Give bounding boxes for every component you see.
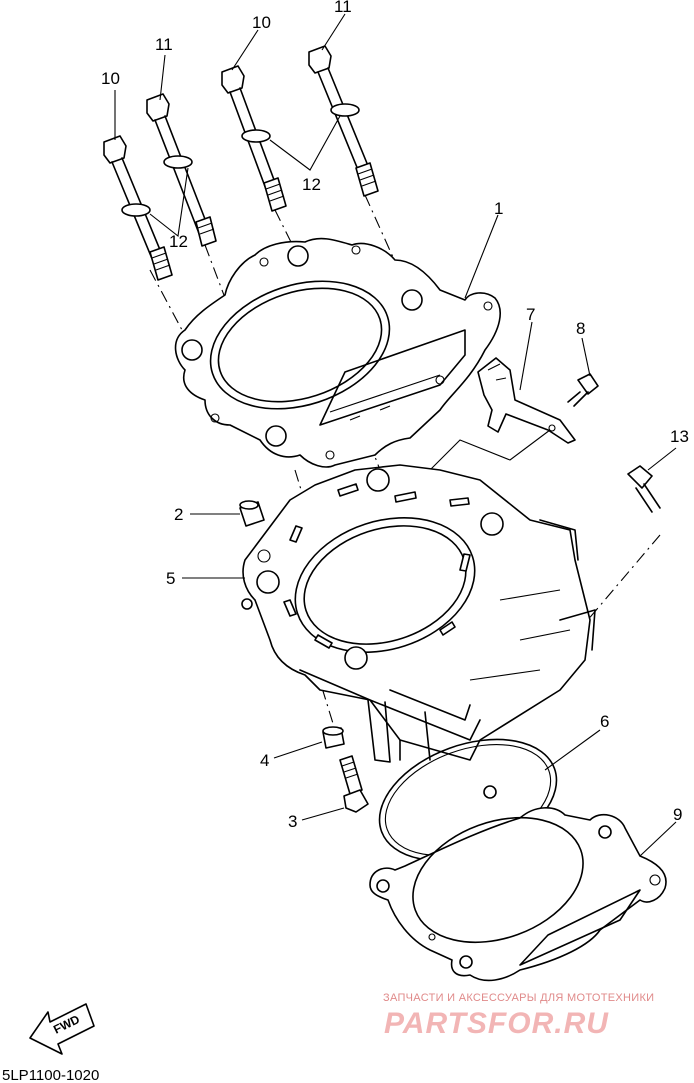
bracket-leader bbox=[429, 429, 551, 471]
callout-10-left: 10 bbox=[101, 69, 120, 88]
watermark-tagline: ЗАПЧАСТИ И АКСЕССУАРЫ ДЛЯ МОТОТЕХНИКИ bbox=[383, 992, 654, 1004]
bolt-13 bbox=[627, 465, 661, 513]
callout-12-right: 12 bbox=[302, 175, 321, 194]
bolt-11-right bbox=[308, 45, 379, 197]
callout-11-right: 11 bbox=[334, 0, 352, 16]
leader-lines-12 bbox=[149, 115, 341, 238]
callout-8: 8 bbox=[576, 319, 585, 338]
watermark: ЗАПЧАСТИ И АКСЕССУАРЫ ДЛЯ МОТОТЕХНИКИ PA… bbox=[383, 992, 654, 1040]
cylinder bbox=[241, 464, 596, 763]
bolt-11-left bbox=[146, 93, 217, 247]
callout-2: 2 bbox=[174, 505, 183, 524]
bolt-10-left bbox=[103, 135, 173, 281]
bolt-8 bbox=[567, 373, 599, 407]
dowel-pin-4 bbox=[322, 726, 345, 749]
bracket bbox=[477, 357, 576, 444]
callout-11-left: 11 bbox=[155, 35, 173, 54]
base-gasket bbox=[369, 785, 667, 982]
callout-4: 4 bbox=[260, 751, 269, 770]
callout-9: 9 bbox=[673, 805, 682, 824]
bolt-3 bbox=[339, 755, 369, 813]
callout-7: 7 bbox=[526, 305, 535, 324]
fwd-arrow-icon bbox=[29, 1003, 95, 1055]
head-gasket bbox=[174, 237, 501, 468]
callout-5: 5 bbox=[166, 569, 175, 588]
forward-direction-indicator: FWD bbox=[29, 1003, 95, 1055]
callout-1: 1 bbox=[494, 199, 503, 218]
dowel-pin-2 bbox=[239, 500, 265, 527]
watermark-brand: PARTSFOR.RU bbox=[384, 1007, 609, 1040]
callout-labels: 10 11 10 11 12 12 1 7 8 13 2 5 6 4 3 9 bbox=[101, 0, 689, 831]
callout-leaders bbox=[114, 13, 677, 857]
callout-10-right: 10 bbox=[252, 13, 271, 32]
washers-12 bbox=[121, 103, 360, 217]
diagram-code: 5LP1100-1020 bbox=[2, 1067, 99, 1083]
callout-12-left: 12 bbox=[169, 232, 188, 251]
callout-6: 6 bbox=[600, 712, 609, 731]
callout-3: 3 bbox=[288, 812, 297, 831]
callout-13: 13 bbox=[670, 427, 689, 446]
